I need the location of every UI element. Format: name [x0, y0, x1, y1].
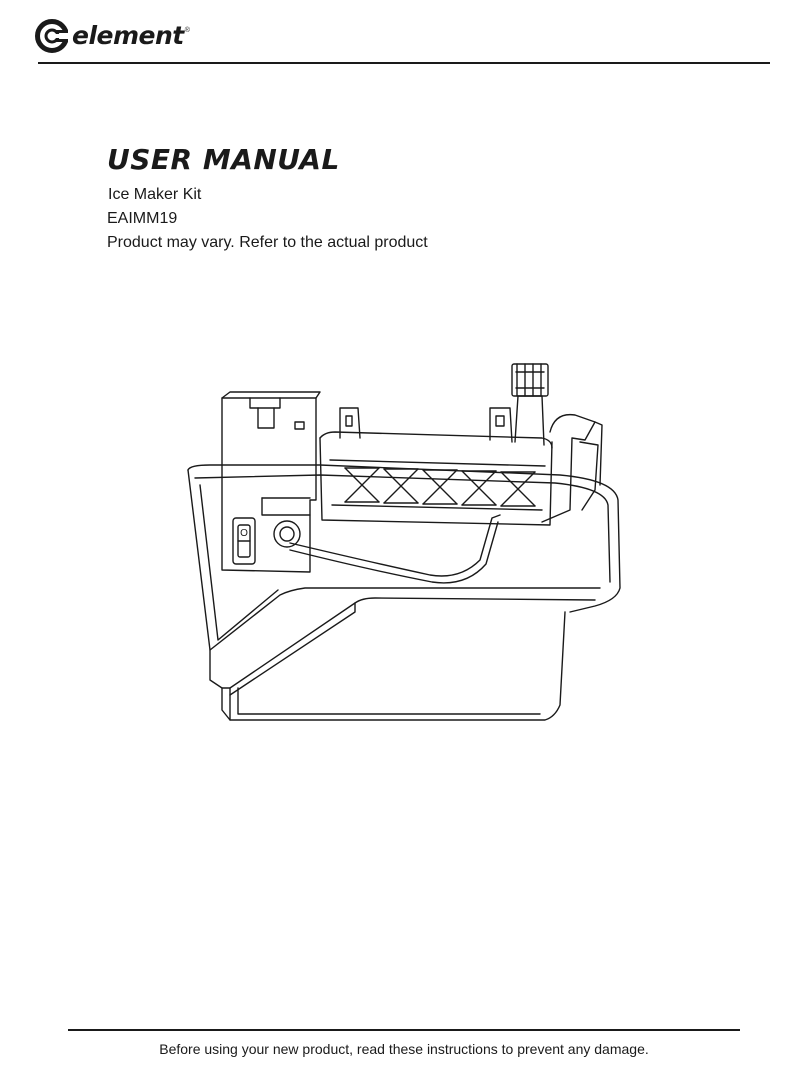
registered-mark: ® [184, 26, 190, 34]
header-divider [38, 62, 770, 64]
product-disclaimer: Product may vary. Refer to the actual pr… [107, 234, 428, 251]
footer-divider [68, 1029, 740, 1031]
brand-header: element ® [34, 18, 190, 54]
footer-notice: Before using your new product, read thes… [159, 1041, 649, 1057]
switch-label: O [240, 528, 248, 539]
model-number: EAIMM19 [107, 210, 178, 227]
brand-name: element [72, 21, 184, 50]
product-name: Ice Maker Kit [108, 186, 202, 203]
page-title: USER MANUAL [107, 143, 340, 176]
ice-maker-illustration: O [187, 363, 621, 721]
element-logo-icon [35, 19, 70, 53]
